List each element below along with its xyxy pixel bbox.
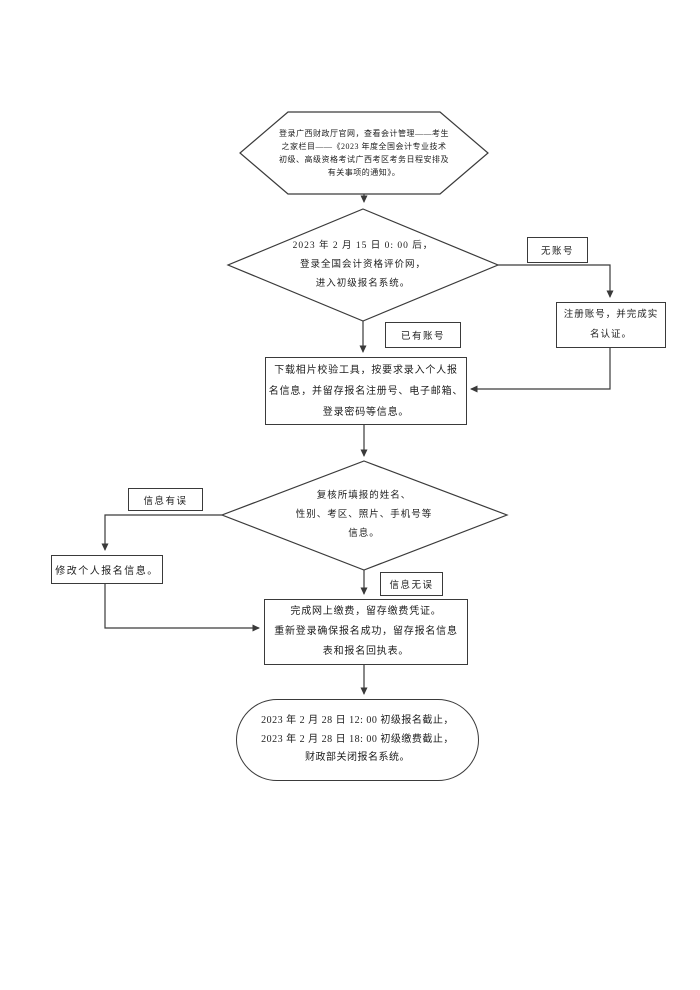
download-tool-box: 下载相片校验工具，按要求录入个人报 名信息，并留存报名注册号、电子邮箱、 登录密… bbox=[265, 357, 467, 425]
deadline-line-1: 2023 年 2 月 28 日 12: 00 初级报名截止， bbox=[261, 715, 454, 727]
info-ok-label: 信息无误 bbox=[380, 572, 443, 596]
login-decision-diamond bbox=[226, 208, 500, 322]
info-error-label-text: 信息有误 bbox=[143, 496, 188, 507]
modify-info-box: 修改个人报名信息。 bbox=[51, 555, 163, 584]
arrow-modify-to-payment bbox=[104, 584, 260, 632]
deadline-line-2: 2023 年 2 月 28 日 18: 00 初级缴费截止， bbox=[261, 733, 454, 745]
modify-info-text: 修改个人报名信息。 bbox=[55, 566, 159, 577]
arrow-login-to-register bbox=[498, 264, 614, 298]
download-line-1: 下载相片校验工具，按要求录入个人报 bbox=[274, 364, 458, 376]
has-account-label: 已有账号 bbox=[385, 322, 461, 348]
download-line-3: 登录密码等信息。 bbox=[322, 406, 410, 418]
register-line-2: 名认证。 bbox=[589, 330, 632, 340]
info-error-label: 信息有误 bbox=[128, 488, 203, 511]
review-decision-diamond bbox=[220, 460, 509, 571]
arrow-review-to-modify bbox=[101, 514, 222, 551]
notice-hexagon bbox=[239, 111, 489, 195]
has-account-label-text: 已有账号 bbox=[400, 332, 445, 342]
download-line-2: 名信息，并留存报名注册号、电子邮箱、 bbox=[268, 385, 464, 397]
info-ok-label-text: 信息无误 bbox=[389, 581, 434, 591]
payment-line-1: 完成网上缴费，留存缴费凭证。 bbox=[290, 606, 442, 617]
no-account-label: 无账号 bbox=[527, 237, 588, 263]
payment-line-3: 表和报名回执表。 bbox=[322, 646, 410, 657]
register-line-1: 注册账号，并完成实 bbox=[563, 310, 659, 320]
payment-line-2: 重新登录确保报名成功，留存报名信息 bbox=[274, 626, 458, 637]
payment-box: 完成网上缴费，留存缴费凭证。 重新登录确保报名成功，留存报名信息 表和报名回执表… bbox=[264, 599, 468, 665]
no-account-label-text: 无账号 bbox=[540, 247, 574, 257]
deadline-line-3: 财政部关闭报名系统。 bbox=[305, 752, 410, 764]
deadline-terminator: 2023 年 2 月 28 日 12: 00 初级报名截止， 2023 年 2 … bbox=[236, 699, 479, 781]
arrow-register-to-download bbox=[470, 348, 611, 393]
register-account-box: 注册账号，并完成实 名认证。 bbox=[556, 302, 666, 348]
